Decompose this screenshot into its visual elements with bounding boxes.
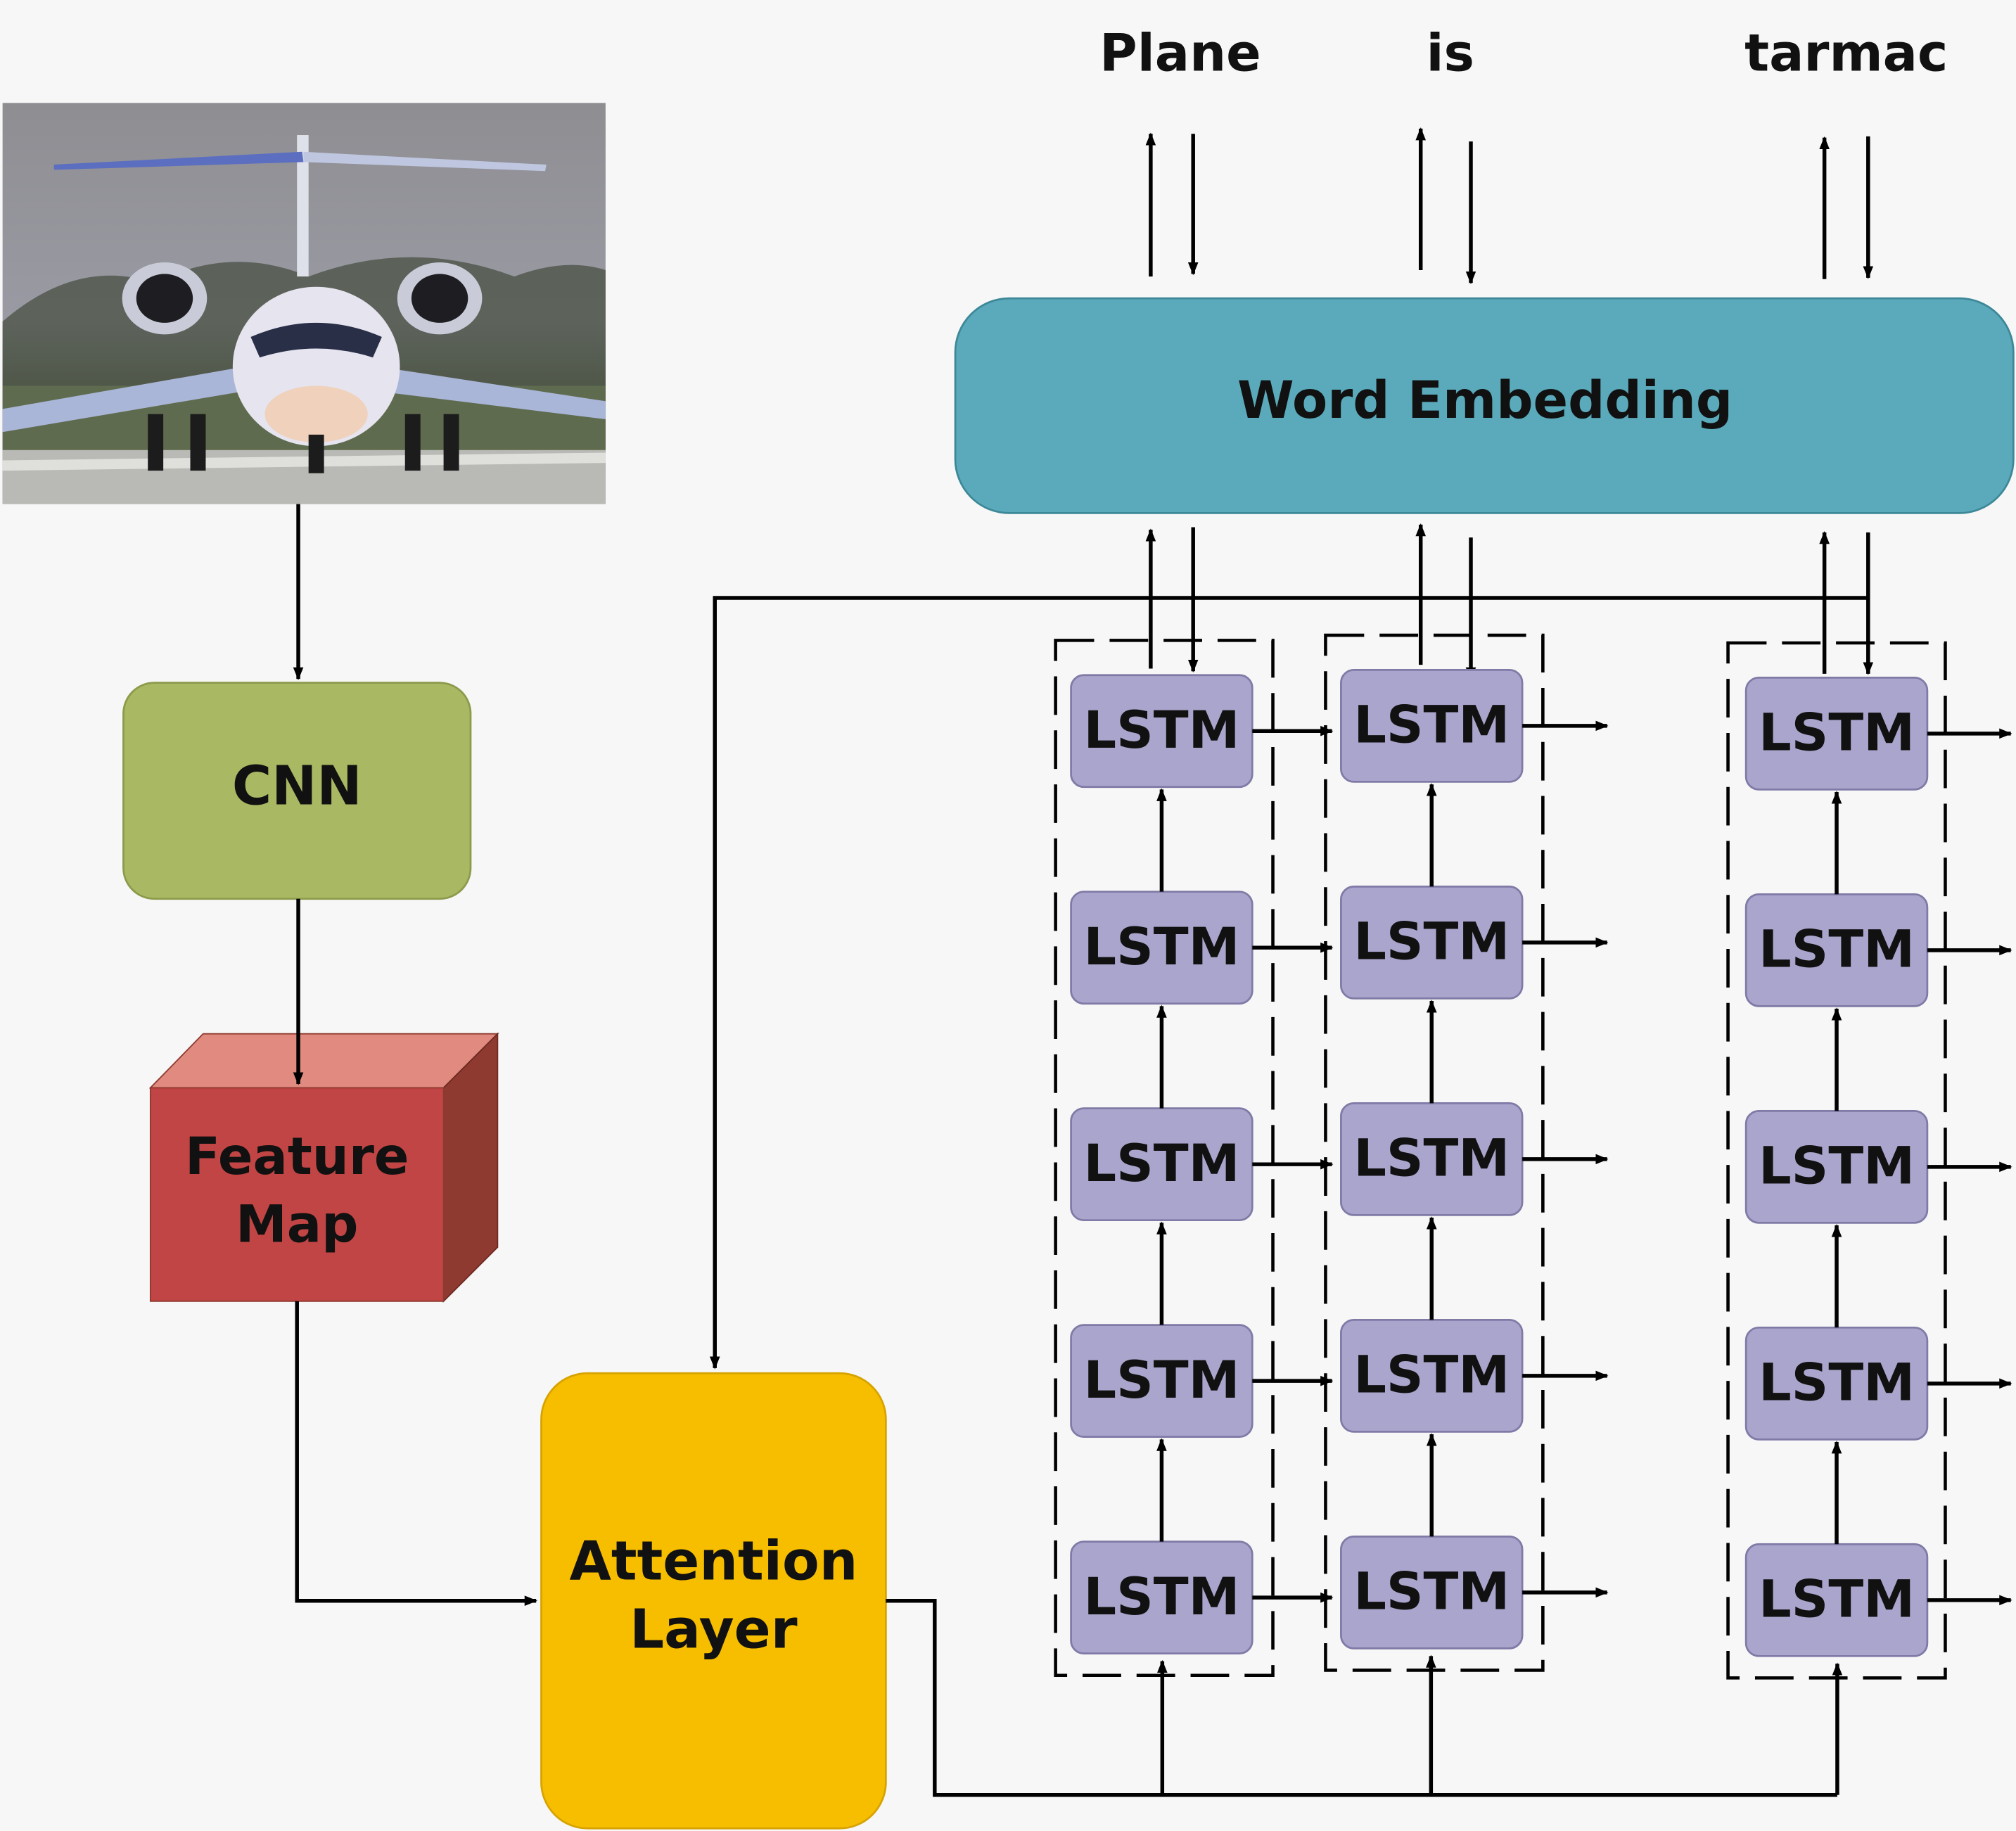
attention-label-line2: Layer [630, 1598, 797, 1661]
lstm-cell-label: LSTM [1353, 696, 1510, 755]
lstm-cell-label: LSTM [1759, 1353, 1915, 1412]
lstm-cell: LSTM [1070, 674, 1253, 789]
feedback-to-attention-line [709, 596, 1868, 1370]
lstm-cell: LSTM [1070, 1324, 1253, 1438]
lstm-cell-label: LSTM [1353, 1562, 1510, 1622]
lstm-cell-label: LSTM [1759, 1569, 1915, 1629]
lstm-cell: LSTM [1744, 1109, 1929, 1224]
lstm-cell: LSTM [1340, 1535, 1524, 1650]
lstm-column-frame [1054, 639, 1275, 1678]
lstm-cell-label: LSTM [1083, 1351, 1239, 1410]
feature-map-to-attention-arrow [295, 1301, 538, 1607]
lstm-cell: LSTM [1744, 676, 1929, 791]
cnn-block: CNN [122, 682, 472, 900]
output-word-plane: Plane [1099, 24, 1261, 84]
lstm-cell-label: LSTM [1083, 701, 1239, 760]
output-word-tarmac: tarmac [1744, 24, 1948, 84]
airplane-image [2, 103, 606, 504]
attention-to-lstm-lines [886, 1598, 1843, 1797]
lstm-cell: LSTM [1070, 1540, 1253, 1655]
lstm-cell-label: LSTM [1353, 912, 1510, 972]
word-embedding-label: Word Embedding [1237, 371, 1733, 430]
embedding-lstm-arrows [1145, 523, 1874, 681]
lstm-column-frame [1726, 641, 1947, 1680]
lstm-cell: LSTM [1340, 886, 1524, 1000]
lstm-cell-label: LSTM [1353, 1129, 1510, 1189]
lstm-cell-label: LSTM [1083, 1567, 1239, 1627]
output-word-is: is [1426, 24, 1474, 84]
lstm-cell: LSTM [1744, 1326, 1929, 1441]
lstm-cell: LSTM [1340, 669, 1524, 783]
feature-map-label-line1: Feature [185, 1127, 409, 1187]
lstm-cell: LSTM [1070, 891, 1253, 1005]
lstm-cell-label: LSTM [1083, 1134, 1239, 1194]
lstm-cell-label: LSTM [1759, 920, 1915, 980]
word-embedding-top-arrows [1145, 127, 1874, 285]
word-embedding-block: Word Embedding [954, 297, 2015, 514]
attention-layer-block: Attention Layer [540, 1372, 887, 1830]
lstm-cell: LSTM [1340, 1318, 1524, 1433]
attention-label-line1: Attention [570, 1531, 858, 1593]
lstm-cell-label: LSTM [1083, 917, 1239, 977]
lstm-cell: LSTM [1340, 1102, 1524, 1216]
lstm-cell: LSTM [1744, 1543, 1929, 1657]
feature-map-label-line2: Map [236, 1195, 358, 1255]
lstm-column-frame [1324, 633, 1545, 1672]
lstm-cell-label: LSTM [1353, 1346, 1510, 1405]
lstm-cell: LSTM [1070, 1107, 1253, 1222]
cnn-label: CNN [232, 755, 362, 817]
lstm-cell-label: LSTM [1759, 703, 1915, 763]
feature-map-block: Feature Map [148, 1032, 499, 1303]
lstm-grid: LSTM LSTM LSTM LSTM LSTM LSTM LSTM LSTM LSTM LSTM… [1054, 633, 2012, 1680]
lstm-cell: LSTM [1744, 893, 1929, 1007]
lstm-cell-label: LSTM [1759, 1137, 1915, 1197]
